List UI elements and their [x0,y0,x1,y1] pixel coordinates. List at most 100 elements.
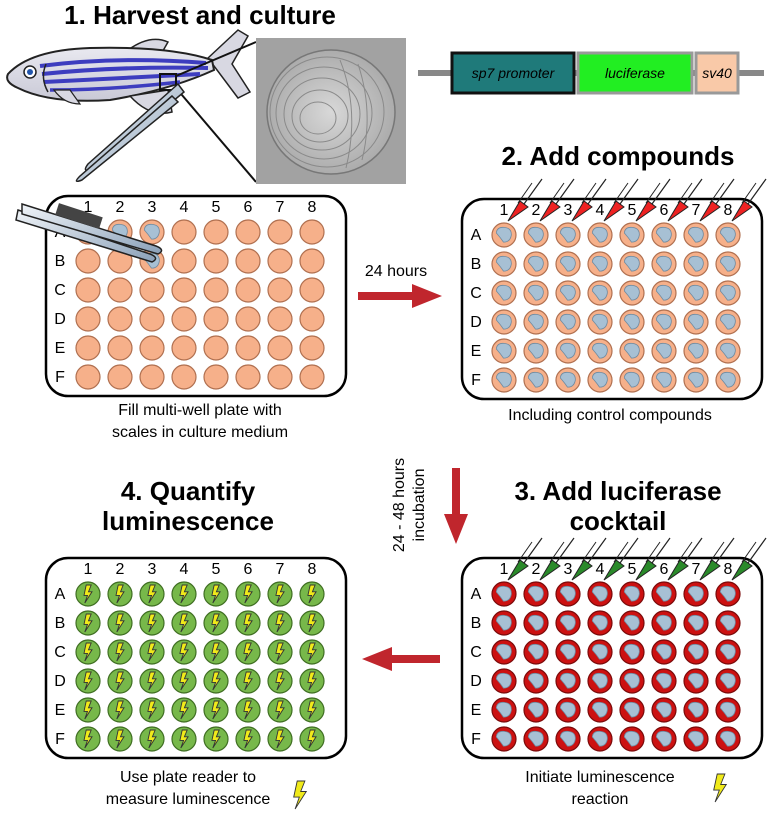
well [171,306,197,332]
scale-icon [687,284,704,301]
scale-icon [623,585,640,602]
scale-icon [559,614,576,631]
column-label: 2 [532,561,541,578]
zoom-line-top [175,41,257,77]
scale-icon [687,614,704,631]
column-label: 5 [628,561,637,578]
lightning-icon [211,671,221,691]
column-label: 7 [276,199,285,216]
scale-icon [591,730,608,747]
lightning-icon [147,729,157,749]
lightning-icon [179,584,189,604]
scale-icon [655,585,672,602]
scale-icon [559,643,576,660]
scale-icon [687,643,704,660]
scale-icon [527,226,544,243]
lightning-icon [179,671,189,691]
scale-icon [495,585,512,602]
sv40-box [694,51,740,95]
scale-icon [495,284,512,301]
lightning-icon [307,584,317,604]
lightning-icon [713,773,728,803]
row-label: A [471,586,482,603]
lightning-icon [211,700,221,720]
well [299,306,325,332]
plate3-caption-line1: Initiate luminescence [525,769,675,786]
row-label: F [55,369,65,386]
sv40-label: sv40 [702,65,732,81]
well [107,335,133,361]
scale-icon [591,371,608,388]
scale-icon [623,730,640,747]
forceps-on-plate-icon [15,202,163,263]
scale-icon [687,313,704,330]
well [139,306,165,332]
scale-icon [527,643,544,660]
column-label: 2 [532,202,541,219]
scale-icon [623,701,640,718]
pipette-line [709,182,725,204]
well [235,335,261,361]
scale-icon [623,672,640,689]
pipette-line [619,178,639,205]
scale-icon [655,226,672,243]
well [267,306,293,332]
scale-icon [623,371,640,388]
column-label: 8 [308,199,317,216]
row-label: E [471,343,482,360]
pipette-line [709,541,725,563]
well [171,248,197,274]
lightning-icon [307,613,317,633]
well [203,277,229,303]
scale-icon [623,284,640,301]
column-label: 8 [308,561,317,578]
arrow1-label: 24 hours [365,263,427,280]
lightning-icon [83,584,93,604]
lightning-icon [243,729,253,749]
well [235,219,261,245]
lightning-icon [293,780,308,810]
well [75,364,101,390]
scale-icon [591,701,608,718]
well [235,306,261,332]
scale-icon [687,672,704,689]
scale-icon [591,226,608,243]
column-label: 6 [660,202,669,219]
lightning-icon [115,642,125,662]
row-label: E [471,702,482,719]
row-label: F [55,731,65,748]
scale-icon [655,255,672,272]
arrow-to-quantify [362,647,440,671]
scale-icon [495,342,512,359]
step4-title-line1: 4. Quantify [121,476,256,506]
scale-icon [719,730,736,747]
lightning-icon [115,700,125,720]
pipette-line [747,537,767,564]
pipette-line [651,537,671,564]
row-label: A [471,227,482,244]
well [139,277,165,303]
scale-icon [591,643,608,660]
column-label: 1 [500,561,509,578]
lightning-icon [115,671,125,691]
column-label: 3 [148,561,157,578]
row-label: F [471,372,481,389]
row-label: F [471,731,481,748]
lightning-icon [243,584,253,604]
pipette-line [651,178,671,205]
pipette-line [619,537,639,564]
column-label: 1 [84,561,93,578]
step1-title: 1. Harvest and culture [64,0,336,30]
scale-icon [495,255,512,272]
column-label: 6 [660,561,669,578]
scale-icon [495,672,512,689]
lightning-icon [243,700,253,720]
scale-icon [495,643,512,660]
column-label: 3 [564,202,573,219]
row-label: E [55,702,66,719]
scale-icon [591,342,608,359]
well [171,277,197,303]
well [267,248,293,274]
well [203,306,229,332]
